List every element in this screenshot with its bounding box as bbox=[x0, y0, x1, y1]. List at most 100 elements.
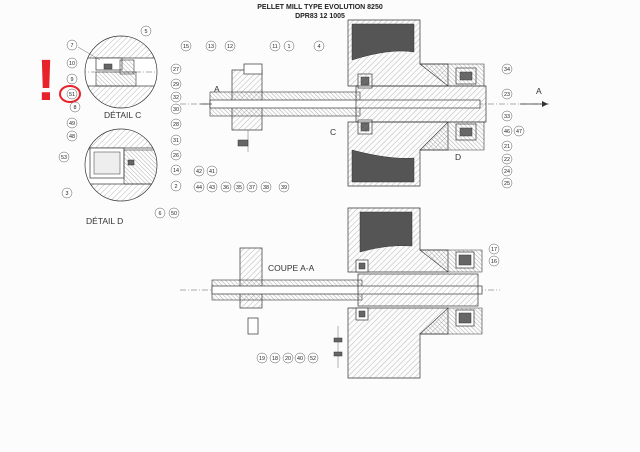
part-number: 17 bbox=[491, 247, 497, 253]
highlight-circle bbox=[59, 85, 81, 103]
part-number: 15 bbox=[183, 44, 189, 50]
part-number: 3 bbox=[66, 191, 69, 197]
part-number: 18 bbox=[272, 356, 278, 362]
part-balloon bbox=[66, 39, 78, 51]
part-number: 44 bbox=[196, 185, 202, 191]
part-balloon bbox=[140, 25, 152, 37]
part-balloon bbox=[501, 63, 513, 75]
part-number: 31 bbox=[173, 138, 179, 144]
part-balloon bbox=[256, 352, 268, 364]
part-balloon bbox=[283, 40, 295, 52]
part-number: 13 bbox=[208, 44, 214, 50]
part-number: 6 bbox=[159, 211, 162, 217]
part-number: 50 bbox=[171, 211, 177, 217]
drawing-number: DPR83 12 1005 bbox=[295, 13, 345, 20]
part-number: 29 bbox=[173, 82, 179, 88]
section-mark-a-right: A bbox=[536, 86, 542, 96]
part-balloon bbox=[260, 181, 272, 193]
part-number: 21 bbox=[504, 144, 510, 150]
part-number: 40 bbox=[297, 356, 303, 362]
part-balloon-highlighted bbox=[66, 88, 78, 100]
part-balloon bbox=[58, 151, 70, 163]
part-number: 43 bbox=[209, 185, 215, 191]
part-number: 25 bbox=[504, 181, 510, 187]
part-balloon bbox=[66, 57, 78, 69]
part-balloon bbox=[313, 40, 325, 52]
part-number: 20 bbox=[285, 356, 291, 362]
part-balloon bbox=[501, 177, 513, 189]
part-number: 41 bbox=[209, 169, 215, 175]
part-number: 9 bbox=[71, 77, 74, 83]
part-balloon bbox=[278, 181, 290, 193]
part-balloon bbox=[66, 73, 78, 85]
part-balloon bbox=[501, 153, 513, 165]
svg-text:!: ! bbox=[36, 48, 55, 113]
part-number: 47 bbox=[516, 129, 522, 135]
detail-c-label: DÉTAIL C bbox=[104, 110, 141, 120]
part-balloon bbox=[168, 207, 180, 219]
part-number: 1 bbox=[288, 44, 291, 50]
part-number: 11 bbox=[272, 44, 278, 50]
part-number: 28 bbox=[173, 122, 179, 128]
part-balloon bbox=[66, 117, 78, 129]
part-number: 19 bbox=[259, 356, 265, 362]
detail-mark-d: D bbox=[455, 152, 461, 162]
part-number: 52 bbox=[310, 356, 316, 362]
part-balloon bbox=[269, 352, 281, 364]
part-number: 34 bbox=[504, 67, 510, 73]
section-label: COUPE A-A bbox=[268, 263, 315, 273]
part-number: 26 bbox=[173, 153, 179, 159]
detail-d: DÉTAIL D bbox=[84, 128, 158, 226]
part-balloon bbox=[501, 165, 513, 177]
part-number: 10 bbox=[69, 61, 75, 67]
part-number: 48 bbox=[69, 134, 75, 140]
part-balloon bbox=[66, 130, 78, 142]
part-number: 35 bbox=[236, 185, 242, 191]
part-number: 38 bbox=[263, 185, 269, 191]
upper-section-view bbox=[180, 19, 550, 187]
part-balloon bbox=[233, 181, 245, 193]
part-balloon bbox=[488, 243, 500, 255]
part-balloon bbox=[170, 164, 182, 176]
part-balloon bbox=[501, 125, 513, 137]
part-number: 16 bbox=[491, 259, 497, 265]
detail-d-label: DÉTAIL D bbox=[86, 216, 123, 226]
part-balloon bbox=[170, 63, 182, 75]
part-number: 33 bbox=[504, 114, 510, 120]
part-number: 49 bbox=[69, 121, 75, 127]
lower-section-view bbox=[180, 207, 500, 379]
part-balloon bbox=[205, 40, 217, 52]
part-balloon bbox=[206, 165, 218, 177]
part-number: 7 bbox=[71, 43, 74, 49]
part-balloon bbox=[246, 181, 258, 193]
part-balloon bbox=[501, 110, 513, 122]
part-number: 8 bbox=[74, 105, 77, 111]
section-mark-a-left: A bbox=[214, 84, 220, 94]
part-balloon bbox=[193, 181, 205, 193]
part-number: 5 bbox=[145, 29, 148, 35]
part-balloon bbox=[193, 165, 205, 177]
part-number: 14 bbox=[173, 168, 179, 174]
part-number: 2 bbox=[175, 184, 178, 190]
part-balloon bbox=[294, 352, 306, 364]
part-number: 36 bbox=[223, 185, 229, 191]
part-balloon bbox=[170, 118, 182, 130]
detail-c: DÉTAIL C bbox=[84, 35, 158, 120]
part-balloon bbox=[513, 125, 525, 137]
part-balloon bbox=[224, 40, 236, 52]
part-balloon bbox=[154, 207, 166, 219]
part-number: 24 bbox=[504, 169, 510, 175]
part-balloon bbox=[170, 78, 182, 90]
part-number: 32 bbox=[173, 95, 179, 101]
part-number: 30 bbox=[173, 107, 179, 113]
part-balloon bbox=[501, 140, 513, 152]
part-number: 4 bbox=[318, 44, 321, 50]
part-number: 12 bbox=[227, 44, 233, 50]
part-balloon bbox=[220, 181, 232, 193]
part-number: 22 bbox=[504, 157, 510, 163]
detail-mark-c: C bbox=[330, 127, 336, 137]
part-number: 27 bbox=[173, 67, 179, 73]
part-balloon bbox=[282, 352, 294, 364]
